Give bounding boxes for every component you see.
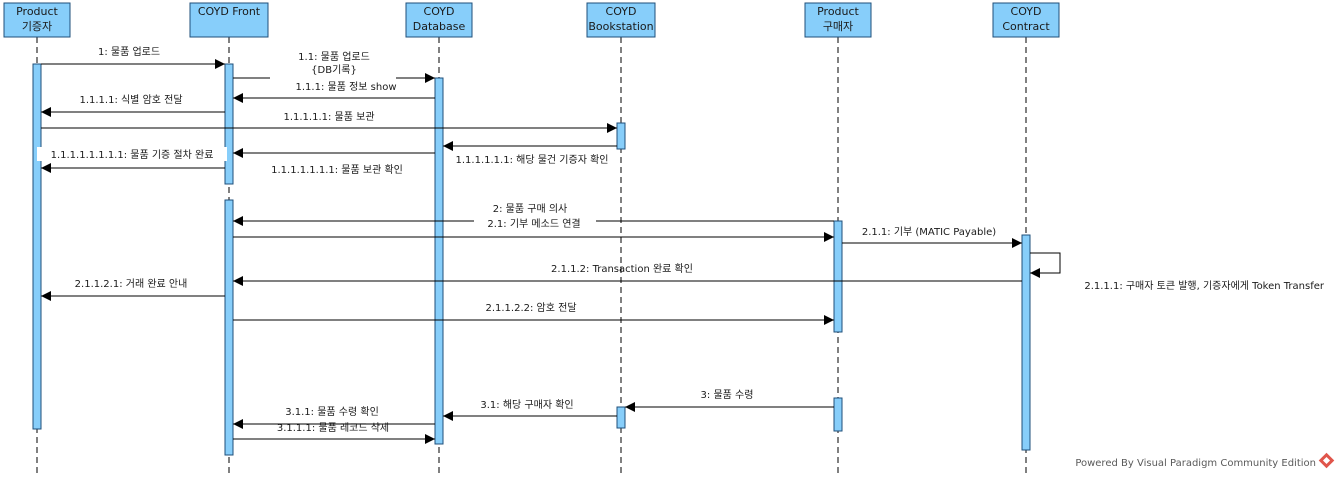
message-label: 3: 물품 수령: [701, 389, 754, 401]
message-label: 2.1: 기부 메소드 연결: [487, 218, 580, 230]
activation-bar: [833, 397, 843, 432]
message-label: 1.1.1.1.1.1: 해당 물건 기증자 확인: [456, 153, 609, 166]
participant-box: [992, 2, 1060, 38]
message-label: 3.1.1.1: 물품 레코드 삭제: [277, 422, 389, 434]
message-label: 1.1.1.1.1.1.1: 물품 보관 확인: [271, 164, 403, 176]
message-label: 1.1: 물품 업로드: [298, 50, 370, 63]
message-label: 1.1.1.1.1: 물품 보관: [283, 111, 374, 123]
participant-db: COYD Database: [405, 2, 473, 38]
participant-label: 기증자: [22, 20, 52, 33]
message-label: 2.1.1.2.1: 거래 완료 안내: [75, 278, 188, 290]
participant-donor: Product 기증자: [3, 2, 71, 38]
activation-bar: [1021, 234, 1031, 451]
activation-bars: [32, 63, 1031, 456]
message-label: 1.1.1.1.1.1.1.1: 물품 기증 절차 완료: [51, 148, 214, 161]
message-label: 2.1.1.2: Transaction 완료 확인: [551, 263, 693, 275]
participant-label: Database: [413, 20, 466, 33]
participant-label: 구매자: [823, 20, 853, 33]
participant-label: Product: [16, 5, 58, 18]
visual-paradigm-logo-icon: [1318, 452, 1335, 469]
message-label: 2.1.1.2.2: 암호 전달: [485, 302, 576, 314]
footer-text: Powered By Visual Paradigm Community Edi…: [1075, 458, 1316, 469]
messages: 1: 물품 업로드 1.1: 물품 업로드 {DB기록} 1.1.1: 물품 정…: [37, 45, 1325, 444]
participant-label: COYD: [424, 5, 455, 18]
message-label: 3.1.1: 물품 수령 확인: [285, 406, 379, 418]
participant-label: Contract: [1002, 20, 1050, 33]
activation-bar: [833, 220, 843, 333]
message-label: 1.1.1: 물품 정보 show: [296, 81, 397, 93]
activation-bar: [224, 199, 234, 456]
activation-bar: [32, 63, 42, 430]
message-arrow: [1030, 252, 1061, 278]
participant-label: Product: [817, 5, 859, 18]
participant-label: COYD: [606, 5, 637, 18]
participant-label: COYD: [1011, 5, 1042, 18]
activation-bar: [616, 406, 626, 429]
message-label: 2: 물품 구매 의사: [493, 203, 567, 215]
activation-bar: [224, 63, 234, 185]
participant-label: Bookstation: [588, 20, 653, 33]
activation-bar: [434, 77, 444, 445]
participant-box: [3, 2, 71, 38]
participant-box: [405, 2, 473, 38]
participant-bookstation: COYD Bookstation: [586, 2, 656, 38]
participant-box: [586, 2, 656, 38]
message-label: {DB기록}: [311, 64, 357, 76]
participant-contract: COYD Contract: [992, 2, 1060, 38]
participant-box: [189, 2, 269, 38]
participant-buyer: Product 구매자: [804, 2, 872, 38]
footer: Powered By Visual Paradigm Community Edi…: [1075, 452, 1335, 469]
message-label: 3.1: 해당 구매자 확인: [480, 398, 573, 411]
label-background: [474, 216, 596, 230]
message-label: 1: 물품 업로드: [98, 45, 160, 58]
participant-box: [804, 2, 872, 38]
participant-label: COYD Front: [198, 5, 261, 18]
label-background: [444, 152, 616, 166]
activation-bar: [616, 122, 626, 150]
label-background: [270, 48, 396, 80]
message-label: 2.1.1.1: 구매자 토큰 발행, 기증자에게 Token Transfer: [1084, 280, 1325, 292]
participant-front: COYD Front: [189, 2, 269, 38]
message-label: 1.1.1.1: 식별 암호 전달: [79, 94, 182, 106]
label-background: [37, 147, 227, 161]
message-label: 2.1.1: 기부 (MATIC Payable): [862, 226, 996, 238]
